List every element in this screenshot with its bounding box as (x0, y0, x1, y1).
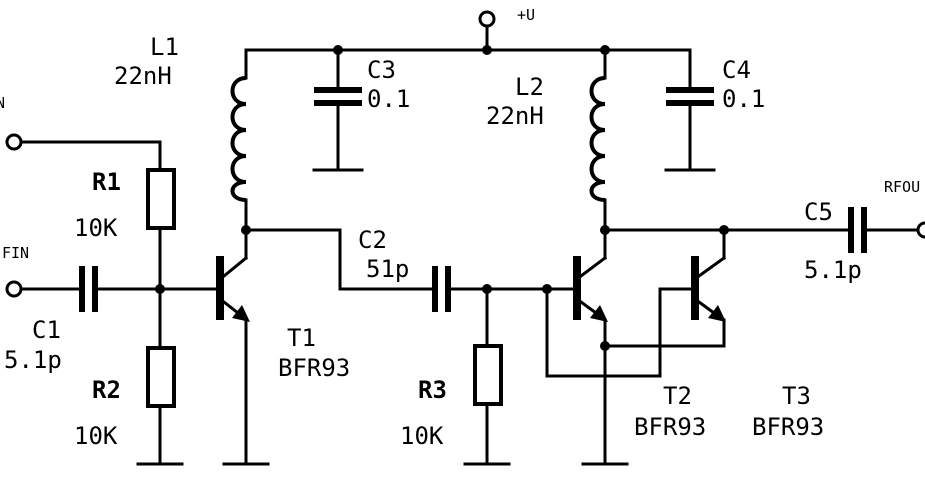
C2-value: 51p (366, 255, 409, 283)
rfin-terminal (5, 280, 82, 298)
T2-ref: T2 (663, 382, 692, 410)
capacitor-C5 (848, 207, 867, 253)
L2-ref: L2 (515, 73, 544, 101)
transistor-T1 (216, 228, 270, 466)
L2-value: 22nH (486, 102, 544, 130)
supply-terminal (478, 10, 496, 28)
C1-value: 5.1p (4, 346, 62, 374)
input-top-label: N (0, 94, 5, 112)
capacitor-C1 (79, 266, 98, 312)
C3-value: 0.1 (367, 85, 410, 113)
T1-value: BFR93 (278, 354, 350, 382)
capacitor-C2 (432, 266, 451, 312)
R3-ref: R3 (418, 376, 447, 404)
T3-ref: T3 (782, 382, 811, 410)
resistor-R2 (146, 346, 176, 408)
T2-value: BFR93 (634, 413, 706, 441)
C5-value: 5.1p (804, 256, 862, 284)
rfin-label: FIN (2, 244, 29, 262)
resistor-R1 (146, 168, 176, 230)
C5-ref: C5 (804, 198, 833, 226)
resistor-R3 (473, 344, 503, 406)
inductor-L1 (230, 48, 248, 232)
input-top-terminal (5, 133, 162, 170)
supply-rail (244, 10, 692, 55)
rfout-label: RFOU (884, 178, 920, 196)
C1-ref: C1 (32, 316, 61, 344)
rfout-terminal (916, 221, 925, 239)
C4-value: 0.1 (722, 85, 765, 113)
R2-value: 10K (74, 422, 118, 450)
supply-label: +U (517, 6, 535, 24)
R1-ref: R1 (92, 168, 121, 196)
capacitor-C3 (312, 48, 364, 172)
T1-ref: T1 (287, 324, 316, 352)
C4-ref: C4 (722, 56, 751, 84)
R3-value: 10K (400, 422, 444, 450)
C3-ref: C3 (367, 56, 396, 84)
L1-value: 22nH (114, 62, 172, 90)
R2-ref: R2 (92, 376, 121, 404)
T3-value: BFR93 (752, 413, 824, 441)
L1-ref: L1 (150, 33, 179, 61)
inductor-L2 (589, 48, 607, 232)
R1-value: 10K (74, 214, 118, 242)
capacitor-C4 (664, 48, 716, 172)
C2-ref: C2 (358, 226, 387, 254)
